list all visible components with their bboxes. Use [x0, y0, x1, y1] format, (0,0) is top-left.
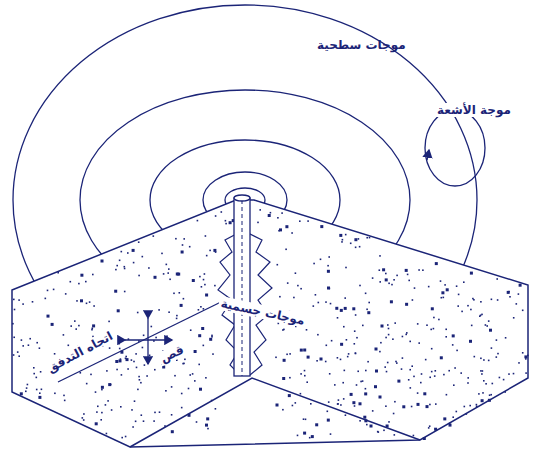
- ground-section: [12, 200, 528, 447]
- ray-wave-loop: [425, 110, 485, 186]
- section-edge: [130, 378, 420, 447]
- shear-arrow: [147, 318, 148, 364]
- rock-speckles: [12, 206, 529, 440]
- wave-label: موجات سطحية: [315, 38, 408, 52]
- conduit-axis: [242, 200, 243, 376]
- conduit: [234, 198, 250, 376]
- conduit-top: [234, 195, 250, 201]
- wave-label: موجة الأشعة: [435, 103, 513, 117]
- ray-wave-arrow: [427, 150, 429, 160]
